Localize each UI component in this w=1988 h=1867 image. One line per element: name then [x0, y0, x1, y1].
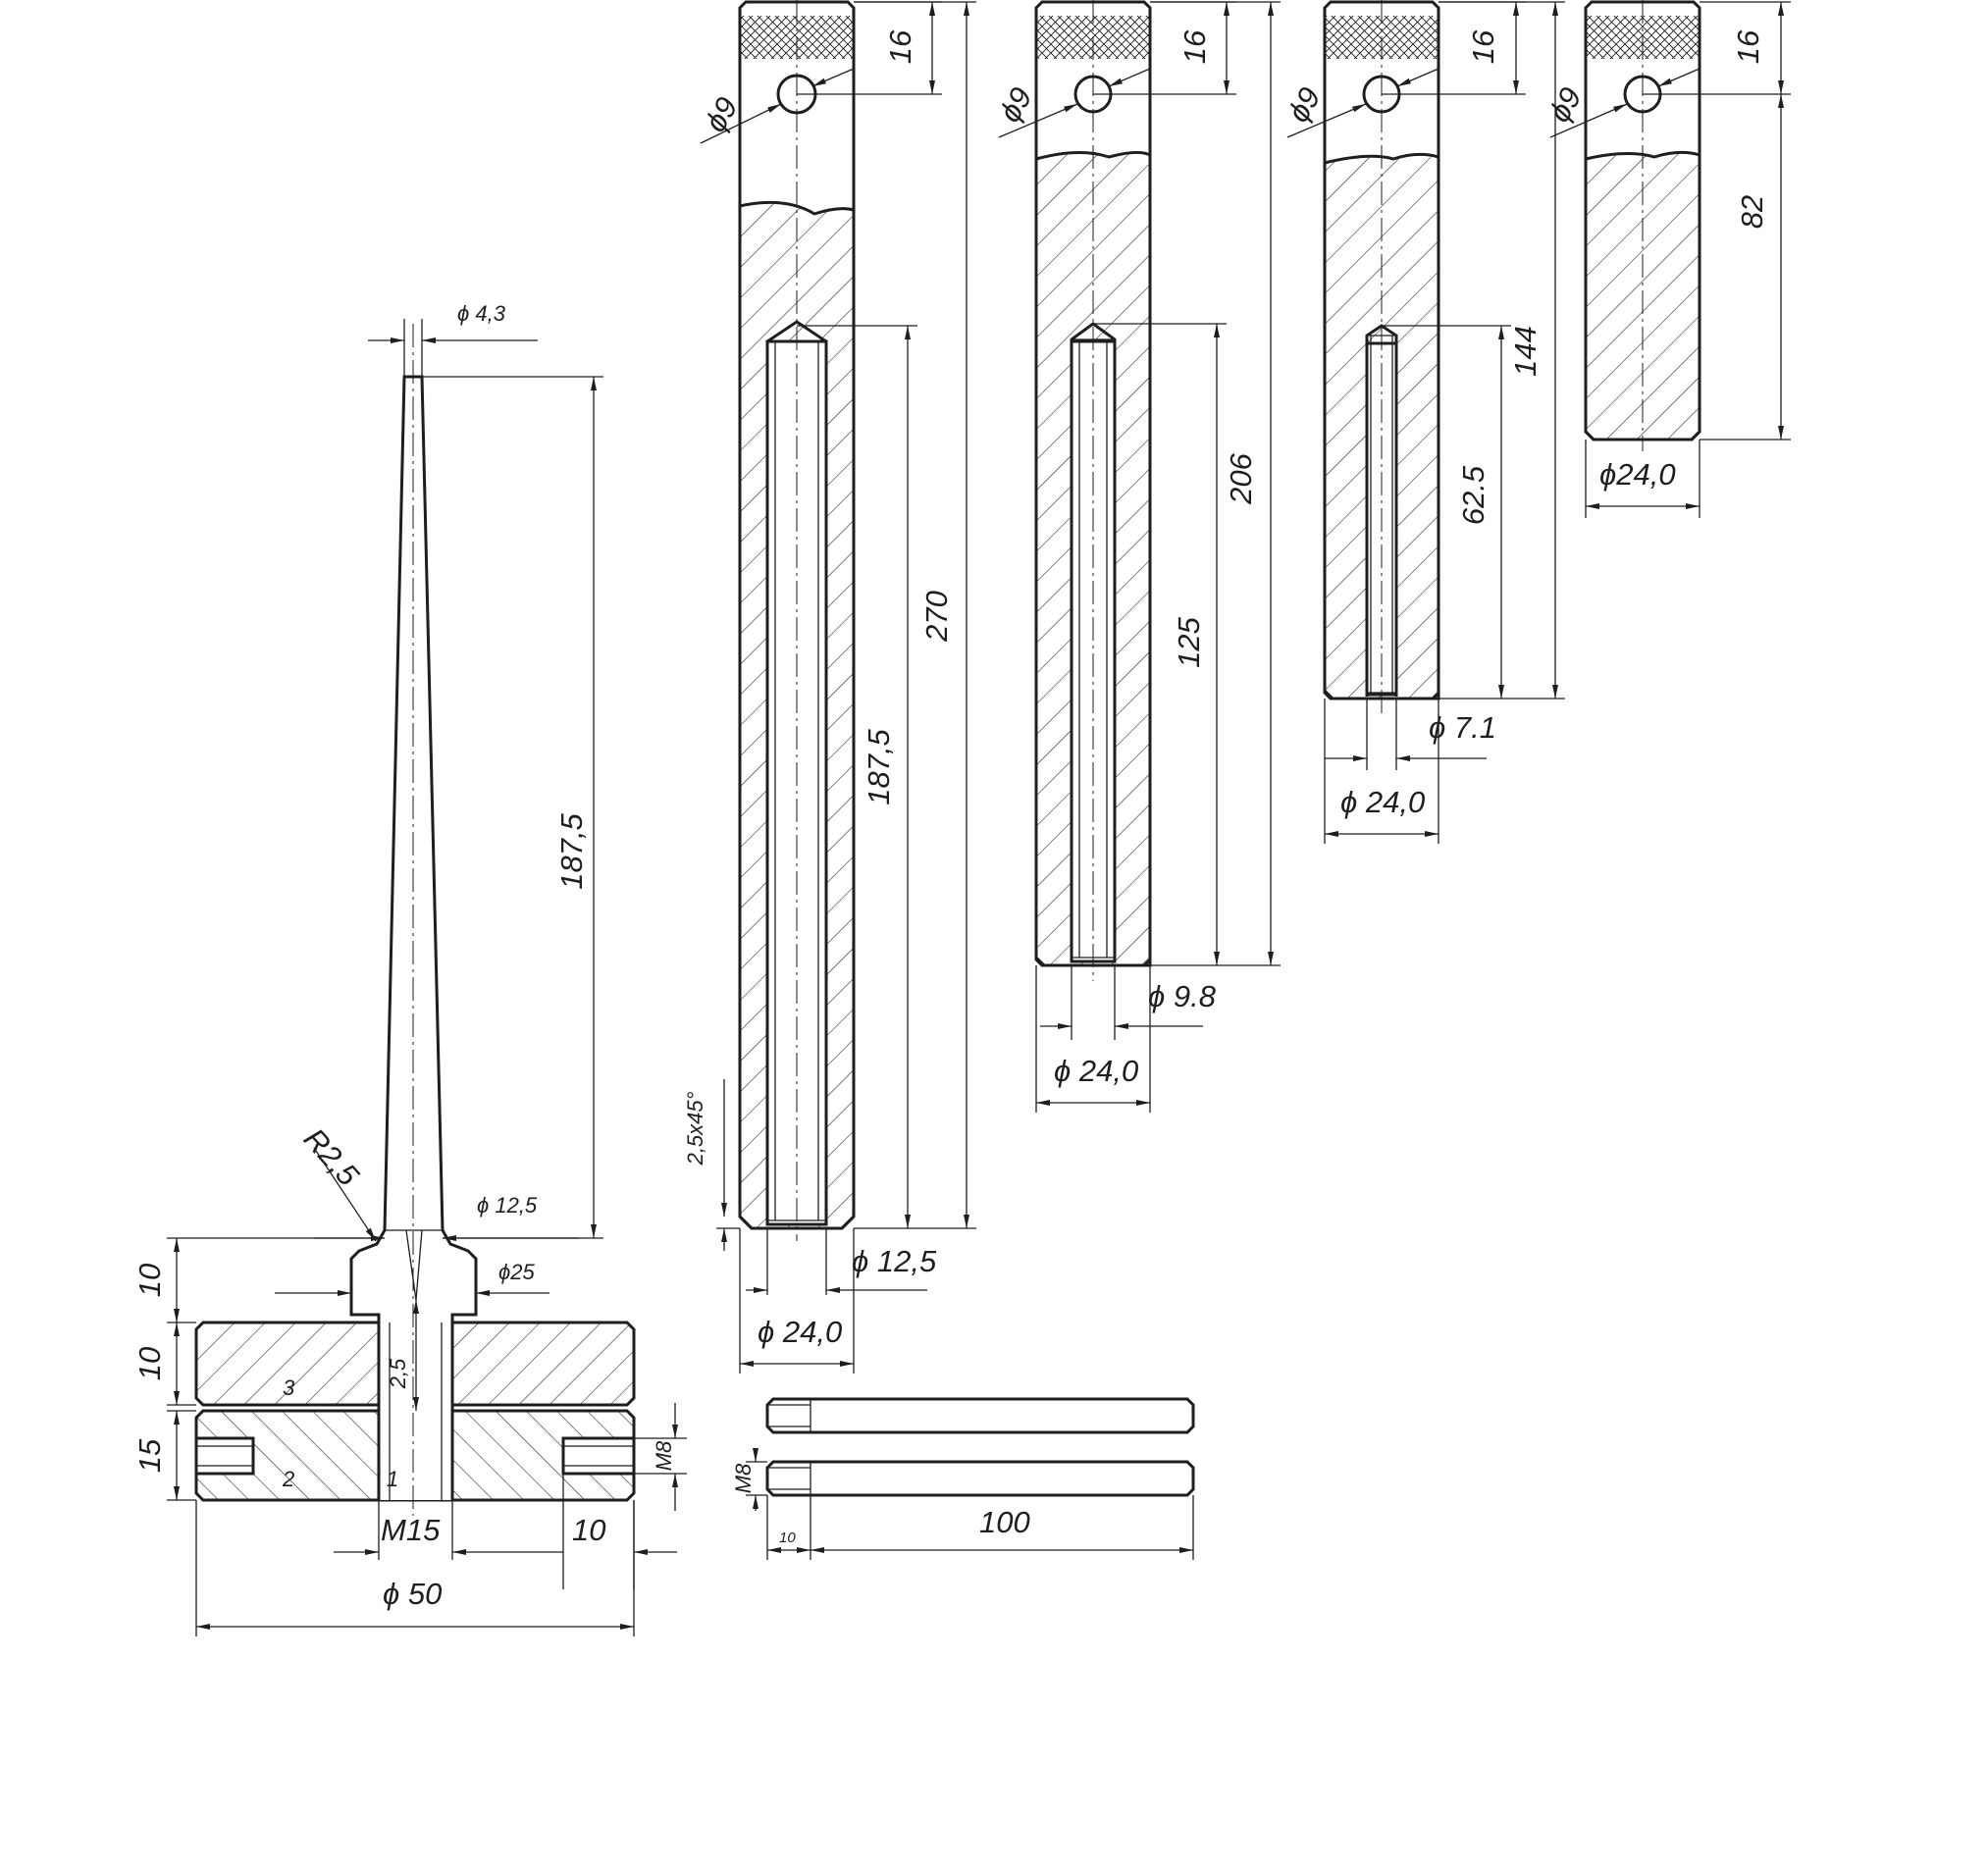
dim-outer-dia: ϕ 24,0: [1340, 785, 1425, 819]
part-label-3: 3: [283, 1375, 295, 1400]
cone-assembly: ϕ 4,3 187,5 R2,5 ϕ 12,5 ϕ25 10 10 15 2,5…: [132, 301, 687, 1636]
bolt-top: [765, 1397, 1195, 1434]
dim-bolt-thread: M8: [731, 1463, 756, 1493]
dim-overall: 144: [1508, 326, 1543, 377]
dim-base-dia: ϕ 50: [383, 1577, 442, 1611]
dim-top: 16: [883, 29, 917, 64]
dim-hole: ϕ9: [1542, 81, 1589, 128]
dim-collar-h: 10: [132, 1264, 167, 1297]
dim-outer-dia: ϕ 24,0: [758, 1315, 842, 1349]
rod-144[interactable]: 16 ϕ9 144 62.5 ϕ 7.1 ϕ 24,0: [1281, 0, 1565, 844]
side-thread-right: [561, 1436, 636, 1476]
dim-bolt-length: 100: [979, 1505, 1030, 1539]
dim-top: 16: [1731, 29, 1765, 64]
dim-bore-dia: ϕ 9.8: [1148, 979, 1217, 1013]
side-thread-left: [194, 1436, 255, 1476]
dim-overall: 206: [1224, 452, 1258, 504]
dim-top: 16: [1466, 29, 1500, 64]
dim-overall: 82: [1735, 195, 1769, 229]
part-label-1: 1: [387, 1467, 398, 1491]
dim-chamfer: 2,5x45°: [683, 1091, 707, 1166]
dim-neck-dia: ϕ 12,5: [477, 1193, 538, 1218]
dim-hole: ϕ9: [1281, 81, 1328, 128]
dim-overall: 270: [919, 591, 954, 643]
dim-thread: M15: [381, 1513, 441, 1547]
part-label-2: 2: [282, 1467, 294, 1491]
dim-bore: 2,5: [386, 1358, 410, 1389]
dim-plate-h: 10: [132, 1347, 167, 1380]
dim-bore-dia: ϕ 12,5: [852, 1244, 937, 1278]
bolts[interactable]: M8 10 100: [731, 1397, 1195, 1560]
dim-base-h: 15: [132, 1438, 167, 1473]
dim-outer-dia: ϕ 24,0: [1054, 1054, 1138, 1088]
dim-hole: ϕ9: [992, 81, 1039, 128]
dim-tip-dia: ϕ 4,3: [457, 301, 506, 326]
dim-bore-depth: 62.5: [1456, 465, 1491, 525]
dim-bore-depth: 125: [1172, 616, 1206, 667]
dim-radius: R2,5: [297, 1121, 366, 1193]
rod-82[interactable]: 16 ϕ9 82 ϕ24,0: [1542, 0, 1791, 518]
dim-collar-dia: ϕ25: [498, 1260, 535, 1284]
bolt-bottom: [765, 1460, 1195, 1497]
dim-side-thread: M8: [652, 1440, 676, 1471]
dim-hole: ϕ9: [698, 91, 745, 137]
dim-outer-dia: ϕ24,0: [1599, 457, 1676, 492]
dim-slot: 10: [572, 1513, 605, 1547]
dim-top: 16: [1177, 29, 1212, 64]
dim-bolt-thread-len: 10: [779, 1530, 796, 1546]
rod-206[interactable]: 16 ϕ9 206 125 ϕ 9.8 ϕ 24,0: [992, 0, 1281, 1113]
rod-270[interactable]: 16 ϕ9 270 187,5 2,5x45° ϕ 12,5 ϕ 24,0: [683, 0, 976, 1374]
dim-bore-dia: ϕ 7.1: [1429, 710, 1496, 745]
dim-bore-depth: 187,5: [862, 728, 896, 804]
dim-cone-height: 187,5: [554, 812, 589, 889]
